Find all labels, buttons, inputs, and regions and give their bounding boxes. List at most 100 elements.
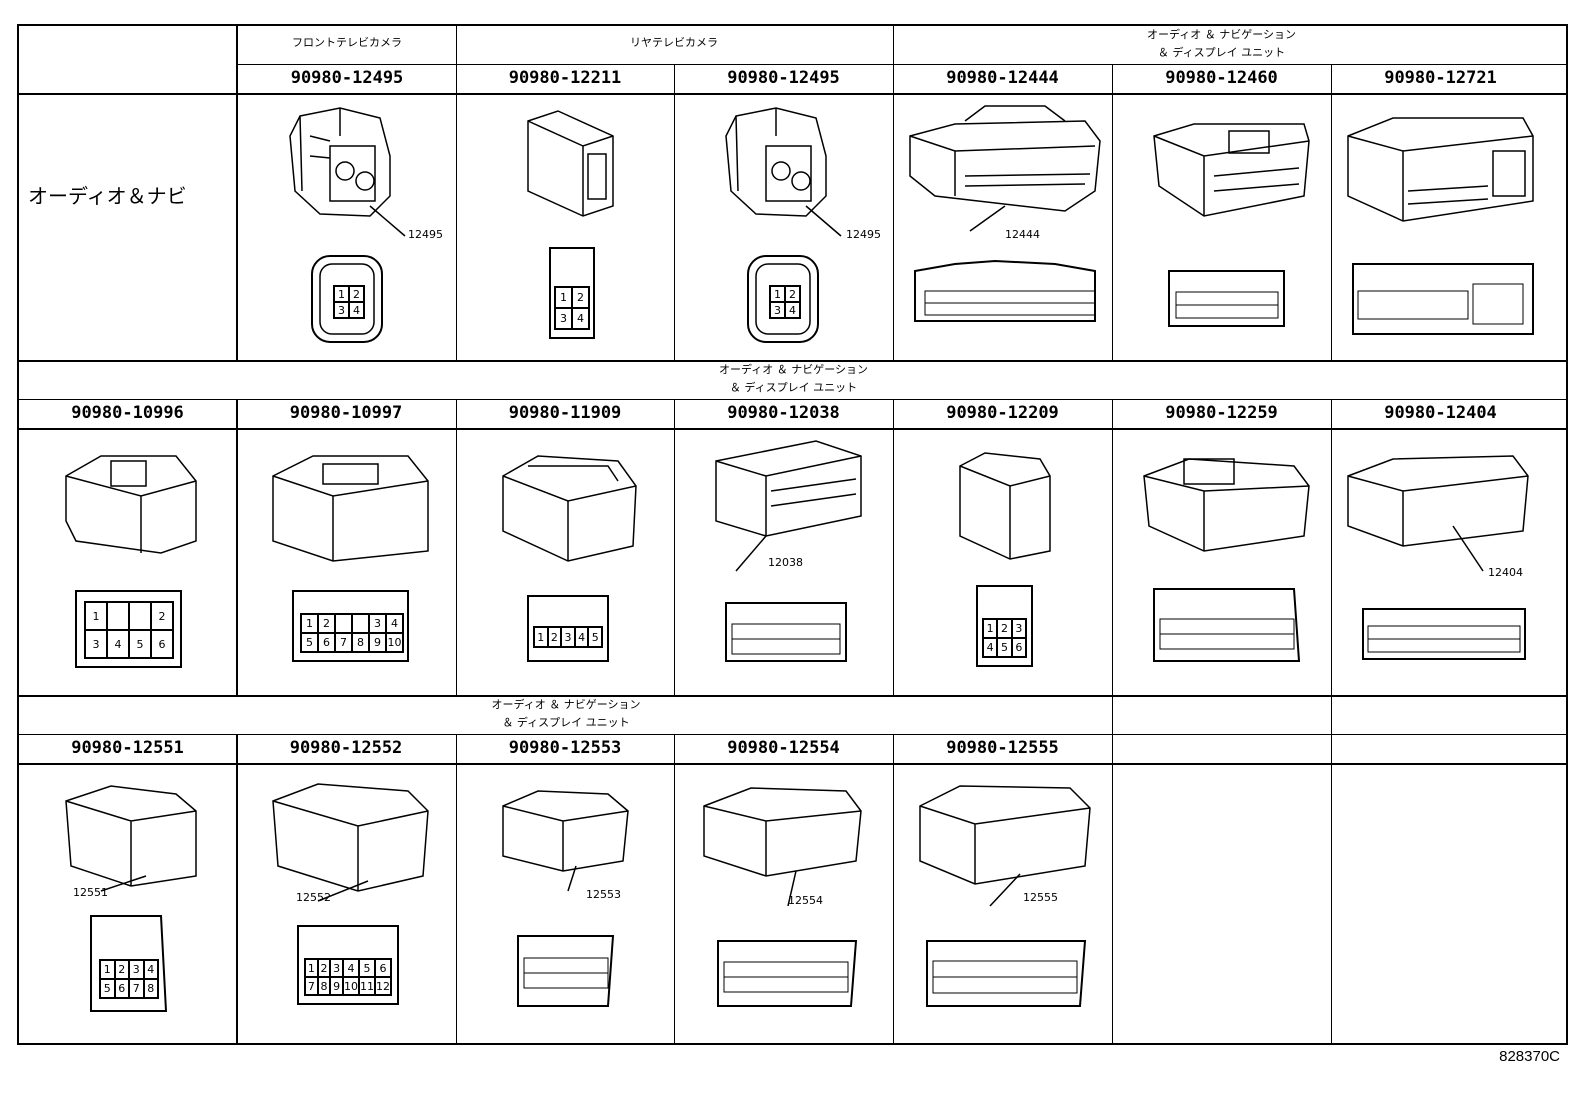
pin-number: 6 <box>114 979 129 998</box>
pin-number: 1 <box>301 614 318 633</box>
connector-drawing-12721 <box>1333 96 1548 358</box>
connector-drawing-12555: 12555 <box>895 766 1110 1028</box>
connector-housing-illustration <box>1347 117 1534 335</box>
connector-housing-illustration <box>502 790 629 1007</box>
connector-housing-illustration <box>703 787 862 1007</box>
pin-number: 3 <box>770 302 785 318</box>
part-number: 90980-12551 <box>71 738 184 758</box>
callout-label: 12552 <box>296 891 331 904</box>
connector-drawing-12444: 12444 <box>895 96 1110 358</box>
callout-label: 12551 <box>73 886 108 899</box>
callout-label: 12555 <box>1023 891 1058 904</box>
grid-line <box>19 763 1568 765</box>
group-label-row2-line2: ＆ ディスプレイ ユニット <box>729 381 858 394</box>
group-label-row3-line1: オーディオ ＆ ナビゲーション <box>491 698 641 711</box>
grid-line <box>19 428 1568 430</box>
grid-line <box>893 399 894 695</box>
grid-line <box>674 64 675 360</box>
pin-number: 9 <box>330 977 343 995</box>
connector-drawing-12404: 12404 <box>1333 431 1548 693</box>
pin-number: 4 <box>983 638 998 657</box>
part-number: 90980-10996 <box>71 403 184 423</box>
pin-number: 5 <box>129 630 151 658</box>
connector-housing-illustration <box>272 455 429 662</box>
connector-housing-illustration <box>959 452 1051 667</box>
part-number: 90980-12495 <box>727 68 840 88</box>
pin-number: 3 <box>330 959 343 977</box>
grid-line <box>236 734 238 1045</box>
connector-housing-illustration <box>715 440 862 662</box>
pin-number: 4 <box>143 960 158 979</box>
callout-label: 12038 <box>768 556 803 569</box>
connector-chart <box>17 24 1568 1045</box>
grid-line <box>236 399 238 695</box>
group-label-audio-nav-line2: ＆ ディスプレイ ユニット <box>1157 46 1286 59</box>
pin-number: 3 <box>1011 619 1026 638</box>
part-number: 90980-12038 <box>727 403 840 423</box>
grid-line <box>1331 64 1332 360</box>
grid-line <box>456 399 457 695</box>
connector-housing-illustration <box>919 785 1091 1007</box>
grid-line <box>893 734 894 1045</box>
grid-line <box>236 26 238 360</box>
pin-number: 1 <box>100 960 115 979</box>
pin-number: 1 <box>334 286 349 302</box>
pin-number: 4 <box>349 302 364 318</box>
pin-number: 1 <box>770 286 785 302</box>
pin-number: 1 <box>983 619 998 638</box>
pin-number: 6 <box>1011 638 1026 657</box>
grid-line <box>1112 64 1113 360</box>
grid-line <box>674 399 675 695</box>
connector-housing-illustration <box>527 110 614 339</box>
pin-number: 2 <box>547 627 562 647</box>
callout-label: 12444 <box>1005 228 1040 241</box>
connector-drawing-12038: 12038 <box>676 431 891 693</box>
pin-number: 5 <box>301 633 318 652</box>
pin-number: 2 <box>317 959 331 977</box>
pin-number: 2 <box>572 287 589 308</box>
connector-drawing-12554: 12554 <box>676 766 891 1028</box>
pin-number: 10 <box>386 633 403 652</box>
pin-number: 3 <box>129 960 144 979</box>
part-number: 90980-12554 <box>727 738 840 758</box>
grid-line <box>19 695 1568 697</box>
part-number: 90980-11909 <box>508 403 622 423</box>
pin-blank <box>129 602 151 630</box>
pin-blank <box>335 614 352 633</box>
pin-number: 12 <box>375 977 391 995</box>
grid-line <box>1112 695 1113 1045</box>
pin-blank <box>107 602 129 630</box>
connector-drawing-12259 <box>1114 431 1329 693</box>
pin-number: 5 <box>997 638 1012 657</box>
part-number: 90980-10997 <box>289 403 403 423</box>
connector-housing-illustration <box>289 107 406 343</box>
pin-number: 7 <box>335 633 352 652</box>
callout-label: 12553 <box>586 888 621 901</box>
part-number: 90980-12404 <box>1384 403 1497 423</box>
connector-housing-illustration <box>1347 455 1529 660</box>
pin-number: 2 <box>318 614 335 633</box>
callout-label: 12554 <box>788 894 823 907</box>
connector-housing-illustration <box>502 455 637 662</box>
pin-number: 1 <box>85 602 107 630</box>
part-number: 90980-12721 <box>1384 68 1497 88</box>
pin-number: 8 <box>317 977 331 995</box>
pin-number: 2 <box>349 286 364 302</box>
grid-line <box>456 734 457 1045</box>
part-number: 90980-12495 <box>290 68 404 88</box>
pin-number: 7 <box>305 977 318 995</box>
